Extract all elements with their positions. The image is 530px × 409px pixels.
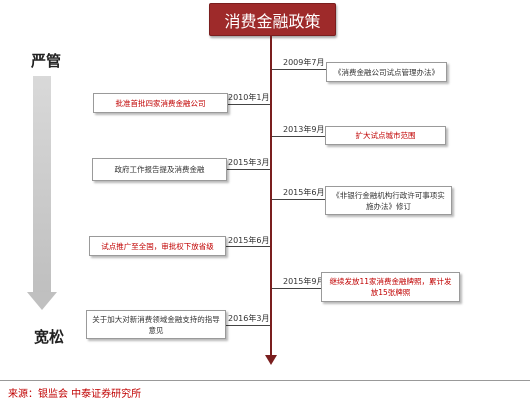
event-date: 2016年3月 — [228, 314, 270, 323]
footer-divider — [0, 380, 530, 381]
event-connector — [226, 169, 270, 170]
source-footer: 来源：银监会 中泰证券研究所 — [8, 389, 142, 400]
timeline-line — [270, 36, 272, 358]
event-date: 2009年7月 — [283, 58, 325, 67]
event-box: 政府工作报告提及消费金融 — [92, 158, 227, 181]
event-box: 关于加大对新消费领域金融支持的指导意见 — [86, 310, 226, 339]
scale-top-label: 严管 — [31, 52, 62, 70]
event-connector — [272, 136, 326, 137]
event-box-highlight: 批准首批四家消费金融公司 — [93, 93, 228, 113]
event-connector — [225, 246, 270, 247]
event-date: 2015年9月 — [283, 277, 325, 286]
event-date: 2015年6月 — [283, 188, 325, 197]
event-connector — [272, 69, 327, 70]
event-connector — [272, 199, 326, 200]
event-box: 《非银行金融机构行政许可事项实施办法》修订 — [325, 186, 452, 215]
event-box-highlight: 扩大试点城市范围 — [325, 126, 446, 145]
diagram-title: 消费金融政策 — [209, 3, 336, 36]
event-connector — [227, 104, 270, 105]
regulation-arrow-head — [27, 292, 57, 310]
event-date: 2013年9月 — [283, 125, 325, 134]
event-date: 2010年1月 — [228, 93, 270, 102]
event-date: 2015年6月 — [228, 236, 270, 245]
event-connector — [272, 288, 322, 289]
event-box-highlight: 继续发放11家消费金融牌照，累计发放15张牌照 — [321, 272, 460, 302]
event-date: 2015年3月 — [228, 158, 270, 167]
event-box-highlight: 试点推广至全国，审批权下放省级 — [89, 236, 226, 256]
event-box: 《消费金融公司试点管理办法》 — [326, 62, 447, 82]
regulation-gradient-arrow — [33, 76, 51, 294]
scale-bottom-label: 宽松 — [34, 328, 65, 346]
timeline-arrowhead — [265, 355, 277, 365]
event-connector — [225, 325, 270, 326]
